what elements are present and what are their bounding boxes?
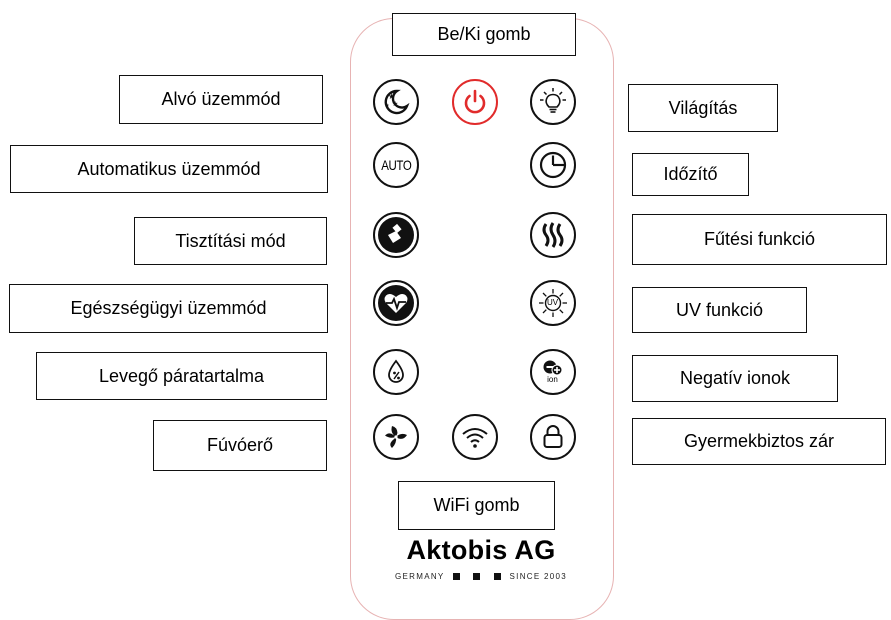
brush-icon — [388, 223, 402, 243]
auto-button[interactable]: AUTO — [373, 142, 419, 188]
heat-button[interactable] — [530, 212, 576, 258]
power-button[interactable] — [452, 79, 498, 125]
child-lock-button[interactable] — [530, 414, 576, 460]
svg-text:★: ★ — [388, 92, 395, 101]
heating-function-label: Fűtési funkció — [632, 214, 887, 265]
wifi-button[interactable] — [452, 414, 498, 460]
square-mark-icon — [452, 573, 460, 580]
negative-ion-icon — [543, 360, 563, 376]
clock-icon — [539, 151, 567, 179]
brand-tag-right: SINCE 2003 — [509, 572, 567, 581]
humidity-label: Levegő páratartalma — [36, 352, 327, 400]
cleaning-mode-label: Tisztítási mód — [134, 217, 327, 265]
auto-icon: AUTO — [380, 157, 412, 173]
brand-tag-left: GERMANY — [395, 572, 445, 581]
light-bulb-icon — [540, 88, 566, 113]
negative-ions-label: Negatív ionok — [632, 355, 838, 402]
sleep-button[interactable]: ★ ★ ★ — [373, 79, 419, 125]
square-mark-icon — [473, 573, 481, 580]
timer-button[interactable] — [530, 142, 576, 188]
ion-button[interactable]: ion — [530, 349, 576, 395]
lighting-label: Világítás — [628, 84, 778, 132]
ion-icon-text: ion — [547, 375, 558, 384]
svg-text:★: ★ — [392, 100, 398, 108]
power-label: Be/Ki gomb — [392, 13, 576, 56]
uv-button[interactable]: UV — [530, 280, 576, 326]
fan-speed-label: Fúvóerő — [153, 420, 327, 471]
fan-button[interactable] — [373, 414, 419, 460]
heart-pulse-icon — [384, 294, 408, 313]
svg-text:★: ★ — [385, 103, 390, 109]
wifi-button-label: WiFi gomb — [398, 481, 555, 530]
uv-function-label: UV funkció — [632, 287, 807, 333]
uv-sun-icon — [539, 289, 567, 317]
health-button[interactable] — [373, 280, 419, 326]
heat-waves-icon — [542, 222, 564, 248]
moon-stars-icon: ★ ★ ★ — [384, 89, 410, 115]
uv-icon-text: UV — [546, 298, 559, 307]
fan-icon — [385, 426, 407, 448]
auto-mode-label: Automatikus üzemmód — [10, 145, 328, 193]
brand-tagline: GERMANY SINCE 2003 — [350, 572, 612, 581]
humidity-button[interactable] — [373, 349, 419, 395]
sleep-mode-label: Alvó üzemmód — [119, 75, 323, 124]
power-icon — [464, 89, 486, 114]
water-drop-percent-icon — [388, 359, 404, 383]
brand-logo-name: Aktobis AG — [406, 535, 556, 565]
child-lock-label: Gyermekbiztos zár — [632, 418, 886, 465]
lock-icon — [543, 425, 563, 448]
wifi-icon — [462, 428, 488, 448]
clean-button[interactable] — [373, 212, 419, 258]
square-mark-icon — [494, 573, 501, 580]
timer-label: Időzítő — [632, 153, 749, 196]
light-button[interactable] — [530, 79, 576, 125]
health-mode-label: Egészségügyi üzemmód — [9, 284, 328, 333]
